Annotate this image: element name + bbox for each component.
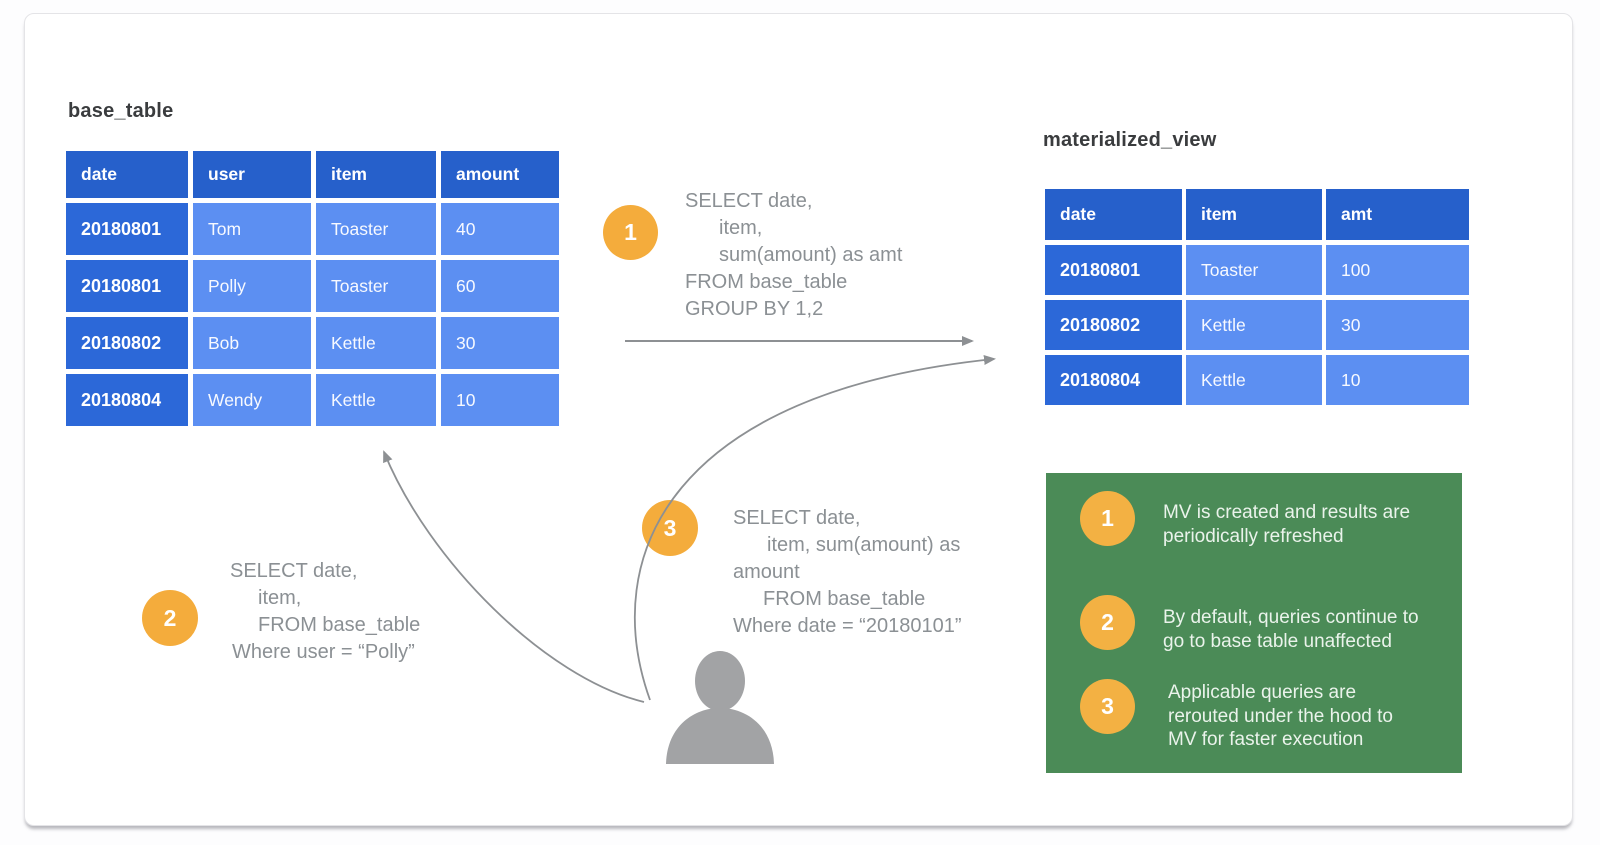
column-header: date bbox=[1045, 189, 1182, 240]
sql-line: Where user = “Polly” bbox=[232, 641, 415, 663]
legend-2-text: By default, queries continue to go to ba… bbox=[1163, 607, 1419, 652]
query-2-badge: 2 bbox=[142, 590, 198, 646]
materialized-view-title: materialized_view bbox=[1043, 129, 1217, 151]
legend-1-badge: 1 bbox=[1080, 491, 1135, 546]
base-table: date user item amount 20180801 Tom Toast… bbox=[66, 151, 559, 426]
query-3-sql: SELECT date, item, sum(amount) as amount… bbox=[733, 505, 962, 640]
sql-line: FROM base_table bbox=[685, 271, 848, 293]
column-header: amount bbox=[441, 151, 559, 198]
query-3-badge: 3 bbox=[642, 500, 698, 556]
materialized-view-table: date item amt 20180801 Toaster 100 20180… bbox=[1045, 189, 1469, 405]
sql-line: item, bbox=[258, 587, 302, 609]
legend-1-text: MV is created and results are periodical… bbox=[1163, 502, 1411, 547]
table-cell: Kettle bbox=[316, 317, 436, 369]
sql-line: sum(amount) as amt bbox=[719, 244, 903, 266]
table-cell: 20180802 bbox=[66, 317, 188, 369]
sql-line: item, bbox=[719, 217, 763, 239]
sql-line: SELECT date, bbox=[733, 507, 861, 529]
sql-line: GROUP BY 1,2 bbox=[685, 298, 824, 320]
table-cell: Wendy bbox=[193, 374, 311, 426]
table-cell: Kettle bbox=[1186, 300, 1322, 350]
sql-line: SELECT date, bbox=[685, 190, 813, 212]
table-cell: 60 bbox=[441, 260, 559, 312]
table-cell: 20180801 bbox=[1045, 245, 1182, 295]
table-cell: 100 bbox=[1326, 245, 1469, 295]
sql-line: SELECT date, bbox=[230, 560, 358, 582]
sql-line: item, sum(amount) as bbox=[767, 534, 961, 556]
table-cell: Kettle bbox=[316, 374, 436, 426]
table-cell: 20180801 bbox=[66, 260, 188, 312]
column-header: amt bbox=[1326, 189, 1469, 240]
sql-line: FROM base_table bbox=[258, 614, 421, 636]
table-cell: Toaster bbox=[316, 260, 436, 312]
legend-3-text: Applicable queries are rerouted under th… bbox=[1168, 682, 1394, 750]
sql-line: amount bbox=[733, 561, 800, 583]
table-cell: Toaster bbox=[1186, 245, 1322, 295]
column-header: user bbox=[193, 151, 311, 198]
column-header: item bbox=[316, 151, 436, 198]
legend-panel: 1 MV is created and results are periodic… bbox=[1046, 473, 1462, 773]
table-cell: 10 bbox=[441, 374, 559, 426]
base-table-title: base_table bbox=[68, 100, 174, 122]
query-1-sql: SELECT date, item, sum(amount) as amt FR… bbox=[685, 188, 902, 323]
table-cell: Kettle bbox=[1186, 355, 1322, 405]
table-cell: Polly bbox=[193, 260, 311, 312]
table-cell: 10 bbox=[1326, 355, 1469, 405]
sql-line: FROM base_table bbox=[763, 588, 926, 610]
query-2-sql: SELECT date, item, FROM base_table Where… bbox=[230, 558, 420, 666]
table-cell: 20180804 bbox=[66, 374, 188, 426]
query-1-badge: 1 bbox=[603, 205, 658, 260]
table-cell: 30 bbox=[441, 317, 559, 369]
legend-2-badge: 2 bbox=[1080, 595, 1135, 650]
column-header: date bbox=[66, 151, 188, 198]
table-cell: 20180802 bbox=[1045, 300, 1182, 350]
column-header: item bbox=[1186, 189, 1322, 240]
table-cell: Toaster bbox=[316, 203, 436, 255]
table-cell: 20180804 bbox=[1045, 355, 1182, 405]
table-cell: 30 bbox=[1326, 300, 1469, 350]
table-cell: 40 bbox=[441, 203, 559, 255]
sql-line: Where date = “20180101” bbox=[733, 615, 962, 637]
table-cell: Bob bbox=[193, 317, 311, 369]
table-cell: 20180801 bbox=[66, 203, 188, 255]
legend-3-badge: 3 bbox=[1080, 679, 1135, 734]
table-cell: Tom bbox=[193, 203, 311, 255]
